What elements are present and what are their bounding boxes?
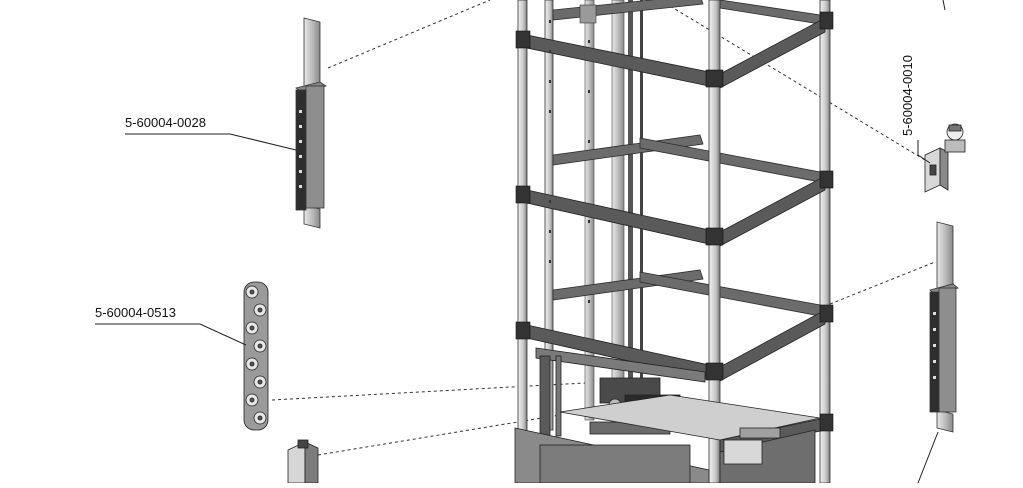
callout-label-bracket: 5-60004-0010 <box>900 55 915 136</box>
callout-leaders <box>95 0 946 484</box>
rail-guide-icon <box>929 221 959 433</box>
callout-label-rail-guide: 5-60004-0028 <box>125 115 206 130</box>
chain-icon <box>243 281 269 431</box>
rail-guide-icon <box>295 17 327 229</box>
bracket-icon <box>287 439 319 484</box>
lift-frame-icon <box>514 0 834 484</box>
bracket-icon <box>924 123 966 193</box>
callout-label-chain: 5-60004-0513 <box>95 305 176 320</box>
